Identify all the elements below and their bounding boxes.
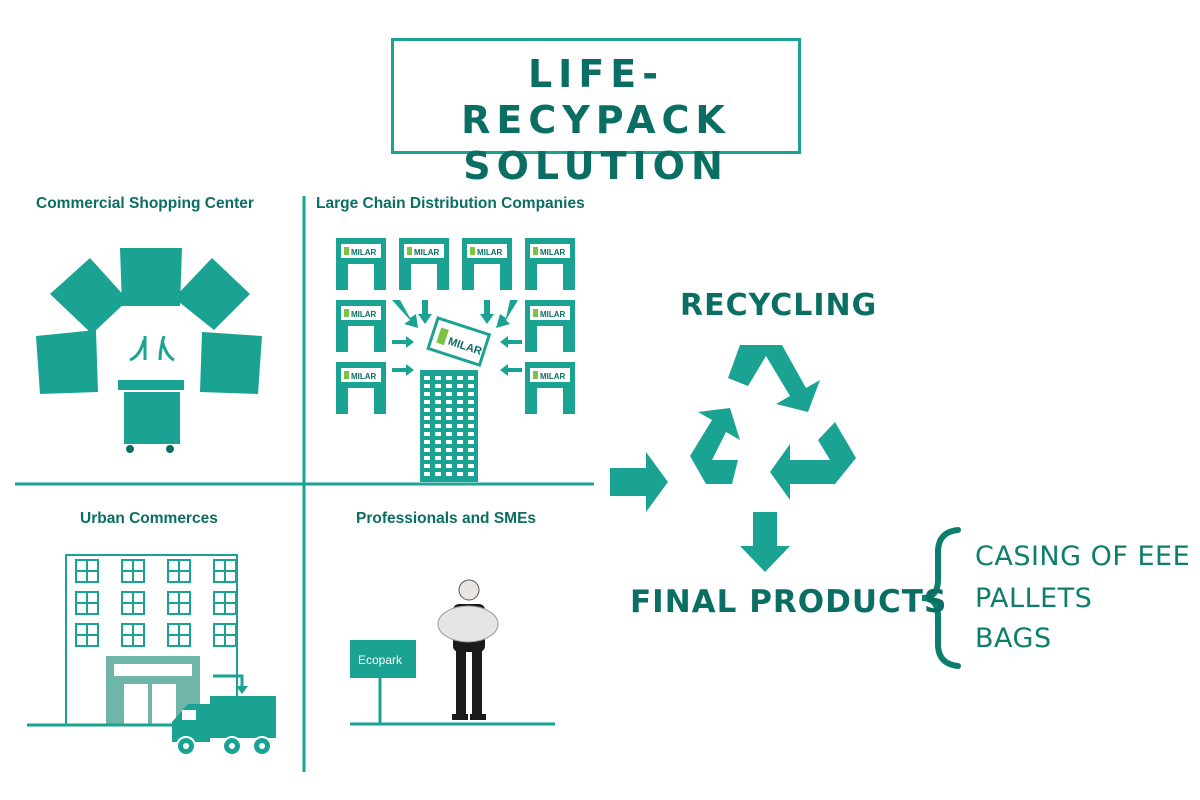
inflow-arrows xyxy=(129,335,175,362)
store-front-icon: MILAR xyxy=(336,238,386,290)
title-line-2: SOLUTION xyxy=(463,144,729,188)
store-sign-text: MILAR xyxy=(351,248,377,257)
trash-bin-lid xyxy=(118,380,184,390)
quadrant-label-shopping: Commercial Shopping Center xyxy=(36,195,254,212)
store-sign-text: MILAR xyxy=(414,248,440,257)
product-item-1: CASING OF EEE xyxy=(975,541,1191,572)
urban-building-illustration xyxy=(27,554,250,727)
quadrant-label-professionals: Professionals and SMEs xyxy=(356,510,537,527)
product-item-2: PALLETS xyxy=(975,583,1093,614)
quadrant-label-chains: Large Chain Distribution Companies xyxy=(316,195,585,212)
store-sign-text: MILAR xyxy=(540,248,566,257)
product-item-3: BAGS xyxy=(975,623,1052,654)
recycling-symbol-icon xyxy=(690,345,856,500)
plastic-bundle-icon xyxy=(437,605,499,643)
ecopark-illustration: Ecopark xyxy=(350,640,555,726)
store-front-icon: MILAR xyxy=(336,300,386,352)
store-sign-text: MILAR xyxy=(351,372,377,381)
container-icon xyxy=(120,248,182,306)
arrow-to-products-icon xyxy=(740,512,790,572)
container-icon xyxy=(36,330,98,394)
store-inflow-arrows xyxy=(392,300,522,376)
store-front-icon: MILAR xyxy=(462,238,512,290)
diagram-title-box: LIFE-RECYPACK SOLUTION xyxy=(391,38,801,188)
central-tower: MILAR xyxy=(420,316,492,482)
recycling-label: RECYCLING xyxy=(680,288,878,323)
worker-figure xyxy=(437,579,499,720)
title-line-1: LIFE-RECYPACK xyxy=(461,52,731,142)
ecopark-sign xyxy=(350,640,416,678)
products-brace-icon xyxy=(921,527,961,669)
store-sign-text: MILAR xyxy=(540,310,566,319)
ecopark-sign-text: Ecopark xyxy=(358,653,403,667)
trash-bin-icon xyxy=(124,392,180,444)
arrow-to-recycling-icon xyxy=(610,452,668,512)
chain-stores-illustration: MILAR MILAR MILAR MILAR MILAR MILAR MILAR MILAR xyxy=(336,238,575,414)
container-icon xyxy=(50,258,128,334)
store-front-icon: MILAR xyxy=(399,238,449,290)
store-front-icon: MILAR xyxy=(525,238,575,290)
final-products-label: FINAL PRODUCTS xyxy=(630,584,948,620)
store-front-icon: MILAR xyxy=(525,362,575,414)
delivery-truck-icon xyxy=(172,696,276,756)
store-front-icon: MILAR xyxy=(525,300,575,352)
container-icon xyxy=(174,258,250,330)
store-sign-text: MILAR xyxy=(540,372,566,381)
store-front-icon: MILAR xyxy=(336,362,386,414)
store-sign-text: MILAR xyxy=(351,310,377,319)
store-sign-text: MILAR xyxy=(477,248,503,257)
quadrant-label-urban: Urban Commerces xyxy=(80,510,218,527)
container-icon xyxy=(200,332,262,394)
shopping-center-illustration xyxy=(36,248,262,453)
